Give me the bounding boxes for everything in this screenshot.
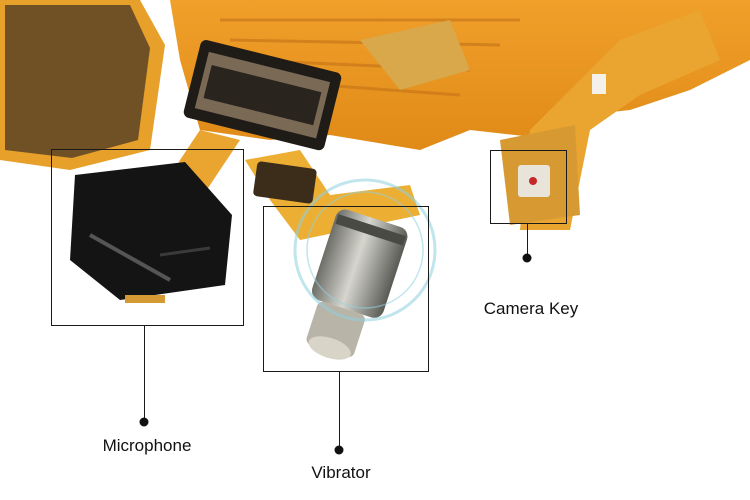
- vibrator-label: Vibrator: [311, 463, 371, 482]
- camera-key-label: Camera Key: [483, 299, 579, 318]
- vibrator-leader-line: [339, 372, 340, 450]
- microphone-component: [70, 162, 232, 303]
- adhesive-pad-inner: [5, 5, 150, 158]
- camera-key-leader-line: [527, 224, 528, 258]
- vibrator-callout-box: [263, 206, 429, 372]
- microphone-leader-line: [144, 326, 145, 422]
- microphone-callout-box: [51, 149, 244, 326]
- camera-key-leader-dot: [522, 253, 532, 263]
- copper-pad: [360, 20, 470, 90]
- white-connector: [592, 74, 606, 94]
- camera-key-callout-box: [490, 150, 567, 224]
- vibrator-motor: [306, 209, 408, 360]
- board-connector: [183, 40, 342, 151]
- microphone-leader-dot: [139, 417, 149, 427]
- vibrator-leader-dot: [334, 445, 344, 455]
- watermark: [293, 178, 437, 322]
- vibrator-connector: [253, 161, 317, 204]
- microphone-label: Microphone: [102, 436, 192, 455]
